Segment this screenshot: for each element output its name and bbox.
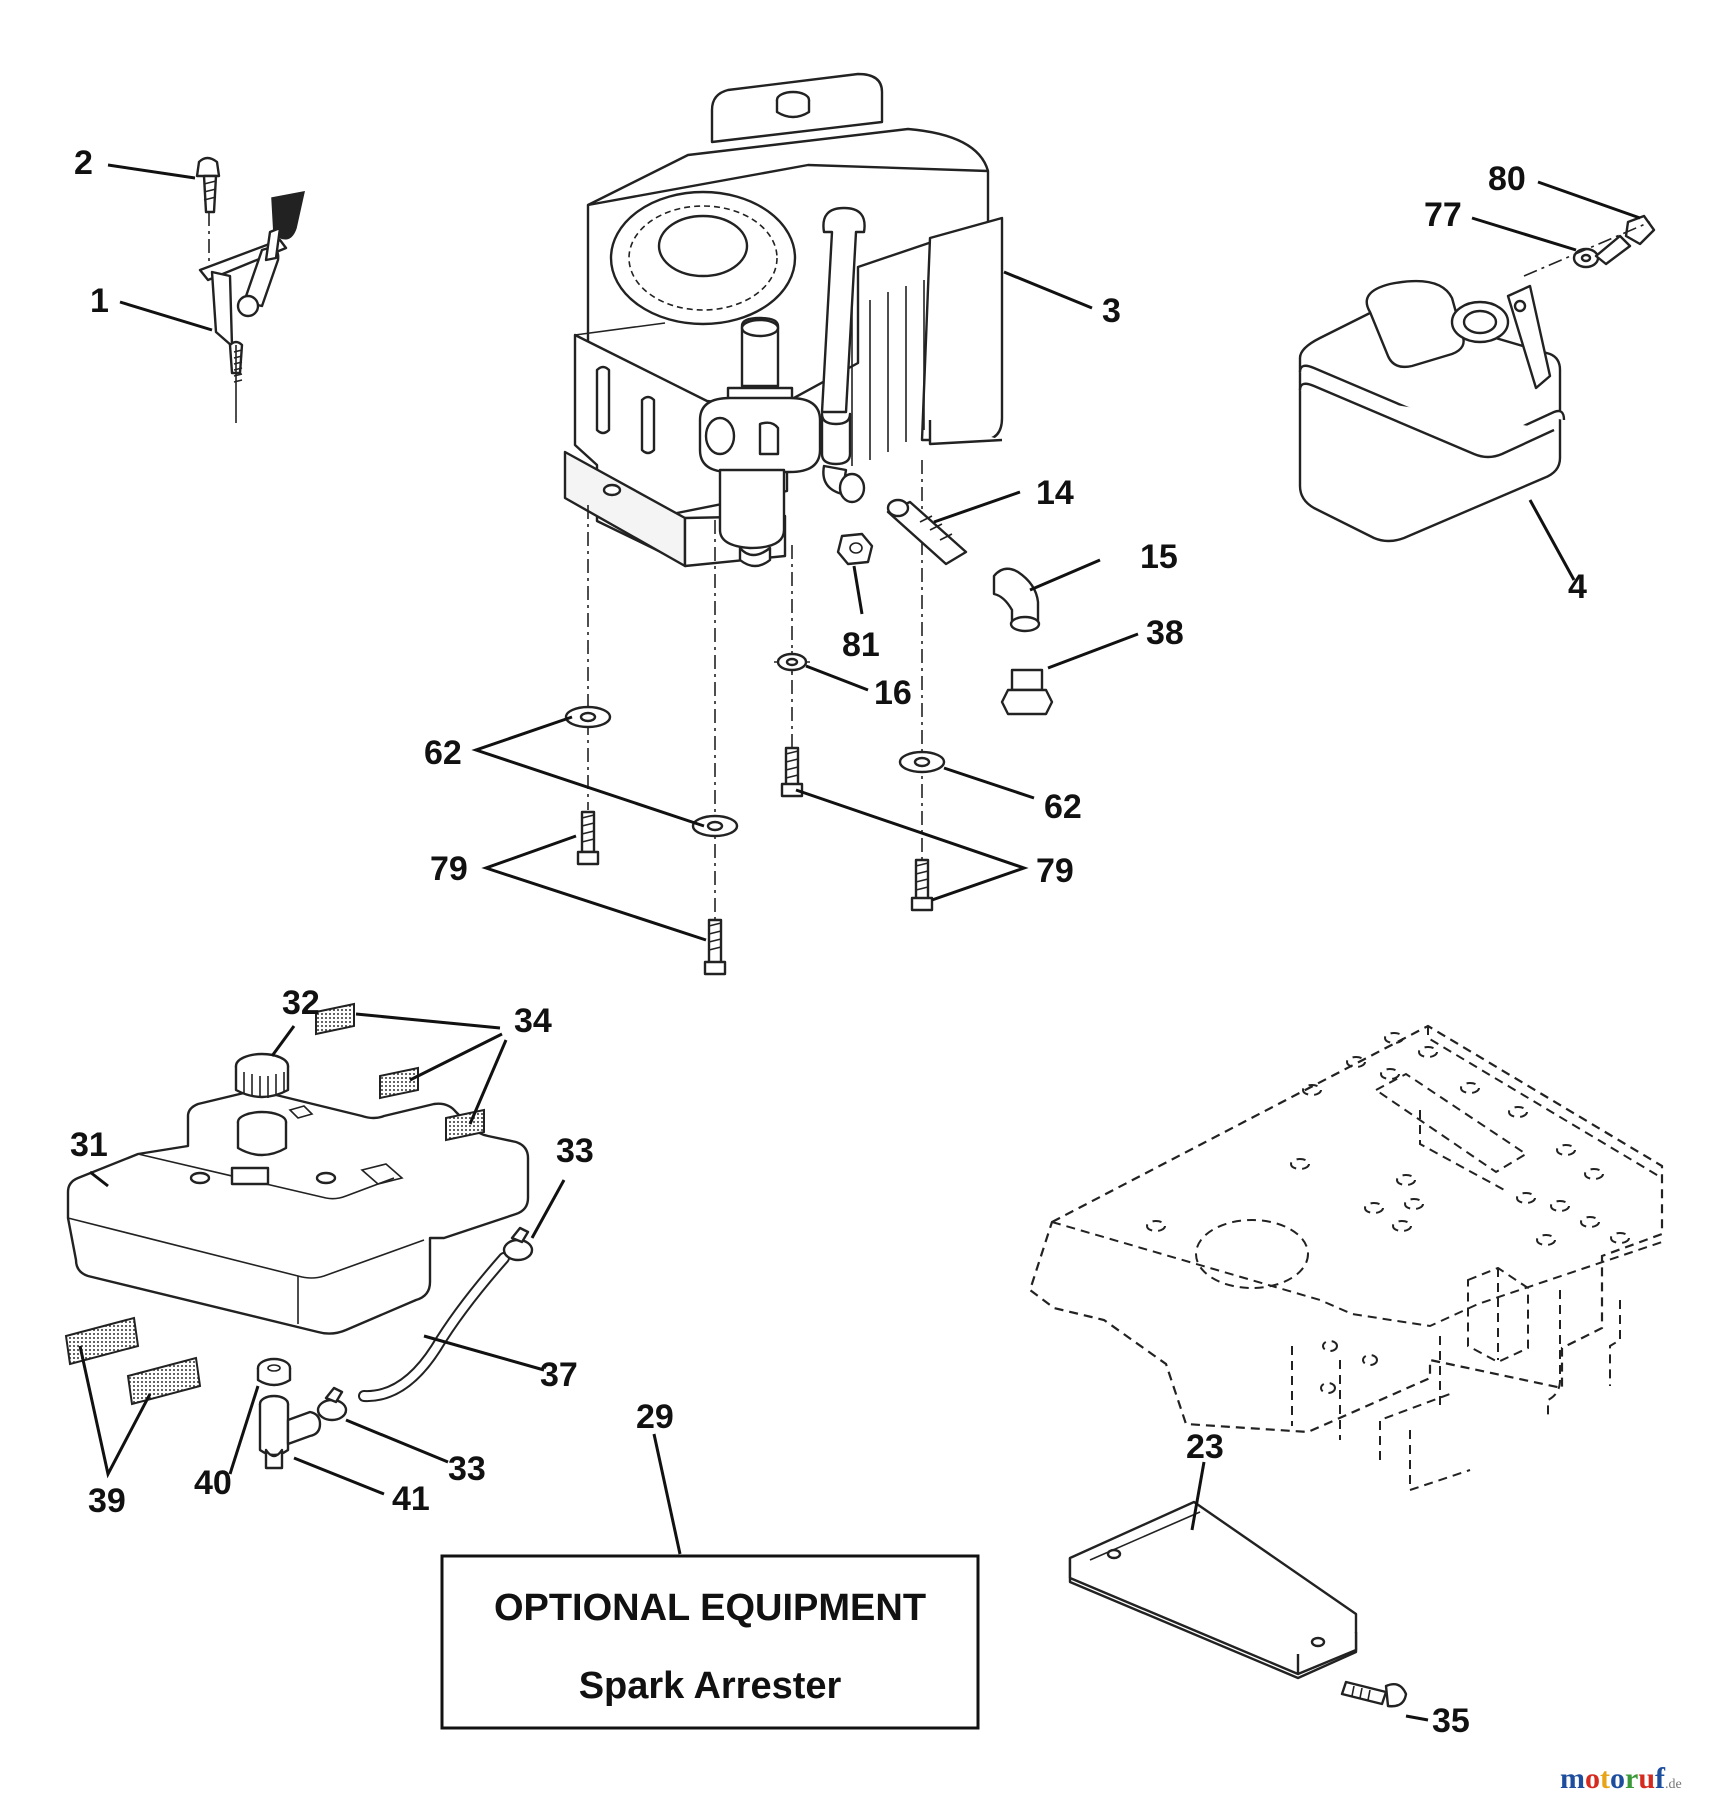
callout-79-right: 79 <box>1036 852 1074 890</box>
callout-41: 41 <box>392 1480 430 1518</box>
washer-62-right <box>898 750 946 774</box>
screw-35 <box>1340 1680 1408 1708</box>
grommet-40 <box>256 1357 292 1387</box>
frame-holes <box>1146 1032 1630 1394</box>
watermark-letter: o <box>1585 1762 1600 1795</box>
watermark-letter: u <box>1638 1762 1655 1795</box>
callout-labels: 2 1 3 80 77 4 14 15 38 81 16 62 62 79 79… <box>70 144 1587 1740</box>
callout-77: 77 <box>1424 196 1462 234</box>
callout-37: 37 <box>540 1356 578 1394</box>
hose-clamp-33 <box>316 1226 534 1422</box>
dipstick-tube <box>820 206 866 496</box>
watermark-logo: motoruf.de <box>1560 1762 1682 1795</box>
washer-77 <box>1572 247 1600 269</box>
lock-washer-16 <box>774 651 810 673</box>
callout-15: 15 <box>1140 538 1178 576</box>
callout-81: 81 <box>842 626 880 664</box>
callout-3: 3 <box>1102 292 1121 330</box>
callout-33-top: 33 <box>556 1132 594 1170</box>
throttle-control <box>195 156 305 423</box>
bolt-80 <box>1594 214 1656 266</box>
callout-62-left: 62 <box>424 734 462 772</box>
shutoff-valve-41 <box>258 1394 322 1470</box>
screw-2 <box>195 156 221 214</box>
cooling-fins <box>851 280 925 466</box>
lock-nut-81 <box>836 532 874 566</box>
callout-14: 14 <box>1036 474 1074 512</box>
bolt-79-1 <box>576 810 600 866</box>
optional-equipment-item: Spark Arrester <box>579 1665 842 1707</box>
chassis-frame <box>1028 1024 1664 1492</box>
fuel-tank-31 <box>66 1090 530 1335</box>
callout-38: 38 <box>1146 614 1184 652</box>
optional-equipment-box: OPTIONAL EQUIPMENT Spark Arrester <box>440 1554 980 1730</box>
callout-34: 34 <box>514 1002 552 1040</box>
callout-32: 32 <box>282 984 320 1022</box>
callout-35: 35 <box>1432 1702 1470 1740</box>
foam-pad-34 <box>315 1002 485 1142</box>
watermark-suffix: .de <box>1665 1777 1682 1792</box>
spark-arrester-23 <box>1068 1500 1358 1680</box>
foam-strip-39 <box>64 1316 202 1406</box>
bolt-79-2 <box>780 746 804 798</box>
washer-62-left <box>564 705 612 729</box>
callout-16: 16 <box>874 674 912 712</box>
elbow-fitting-15 <box>992 567 1041 633</box>
callout-80: 80 <box>1488 160 1526 198</box>
watermark-letter: r <box>1625 1762 1638 1795</box>
watermark-letter: o <box>1610 1762 1625 1795</box>
muffler-4 <box>1298 279 1566 543</box>
callout-33-bottom: 33 <box>448 1450 486 1488</box>
callout-1: 1 <box>90 282 109 320</box>
throttle-lever-1 <box>198 191 305 423</box>
carburetor <box>698 316 822 568</box>
engine-3 <box>563 72 1004 568</box>
callout-39: 39 <box>88 1482 126 1520</box>
callout-4: 4 <box>1568 568 1587 606</box>
callout-29: 29 <box>636 1398 674 1436</box>
callout-62-right: 62 <box>1044 788 1082 826</box>
leader-lines <box>78 163 1641 1722</box>
callout-79-left: 79 <box>430 850 468 888</box>
fuel-cap-32 <box>234 1052 290 1099</box>
optional-equipment-title: OPTIONAL EQUIPMENT <box>494 1587 926 1629</box>
callout-31: 31 <box>70 1126 108 1164</box>
watermark-letter: m <box>1560 1762 1585 1795</box>
bolt-79-4 <box>910 858 934 912</box>
callout-40: 40 <box>194 1464 232 1502</box>
hex-nut-38 <box>1000 668 1054 716</box>
callout-23: 23 <box>1186 1428 1224 1466</box>
watermark-letter: t <box>1600 1762 1610 1795</box>
washer-62-center <box>691 814 739 838</box>
fuel-line-37 <box>358 1252 510 1403</box>
watermark-letter: f <box>1655 1762 1666 1795</box>
callout-2: 2 <box>74 144 93 182</box>
bolt-79-3 <box>703 918 727 976</box>
watermark-brand: motoruf.de <box>1560 1762 1682 1795</box>
pipe-nipple-14 <box>886 498 968 566</box>
